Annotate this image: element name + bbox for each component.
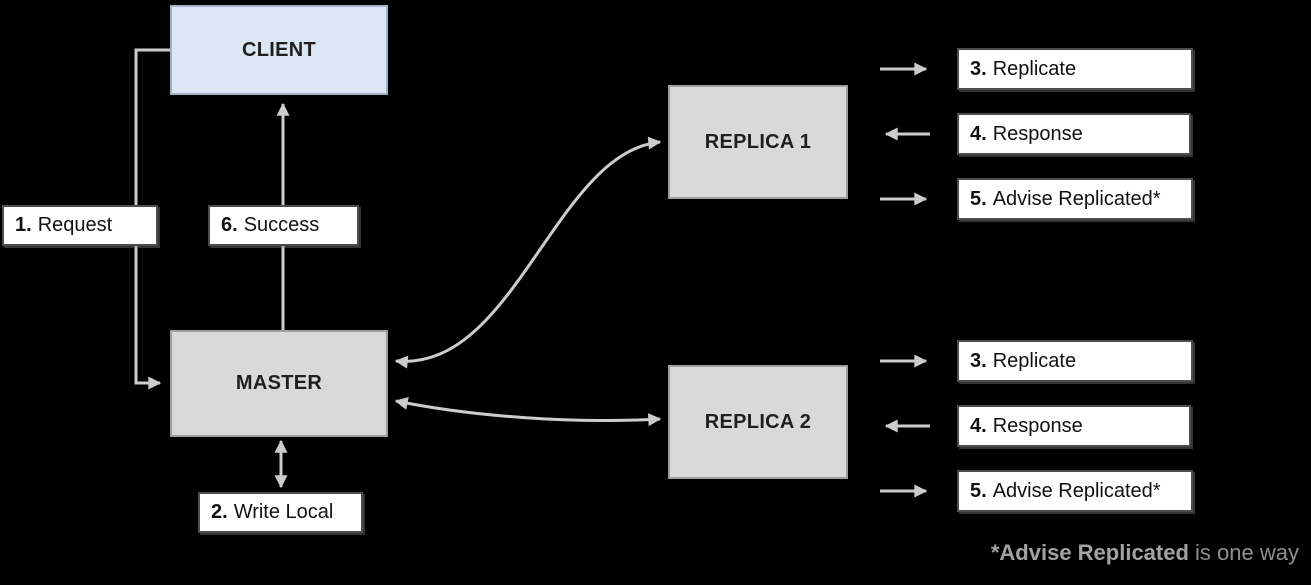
- step-success-number: 6.: [221, 214, 238, 236]
- step-replica1-replicate-label: Replicate: [992, 57, 1077, 80]
- step-replica2-replicate-label: Replicate: [992, 349, 1077, 372]
- arrow-master-replica1: [394, 136, 662, 369]
- step-replica1-replicate-number: 3.: [970, 57, 987, 80]
- step-replica1-response-number: 4.: [970, 122, 987, 145]
- step-replica1-advise-label: Advise Replicated*: [992, 187, 1161, 210]
- step-replica1-response: 4. Response: [957, 113, 1191, 155]
- step-replica2-advise-number: 5.: [970, 479, 987, 502]
- client-node: CLIENT: [170, 5, 388, 95]
- step-write-local-number: 2.: [211, 501, 228, 523]
- step-replica1-advise-number: 5.: [970, 187, 987, 210]
- replica1-node: REPLICA 1: [668, 85, 848, 199]
- step-write-local-label: Write Local: [233, 501, 334, 523]
- footnote-bold-text: *Advise Replicated: [990, 540, 1189, 565]
- step-success-label: Success: [243, 214, 320, 236]
- step-replica2-advise-label: Advise Replicated*: [992, 479, 1161, 502]
- step-replica2-replicate-number: 3.: [970, 349, 987, 372]
- client-node-label: CLIENT: [241, 38, 317, 61]
- master-node-label: MASTER: [235, 372, 323, 394]
- step-replica2-response: 4. Response: [957, 405, 1191, 447]
- step-replica2-response-number: 4.: [970, 414, 987, 437]
- step-request-number: 1.: [15, 214, 32, 236]
- footnote: *Advise Replicated is one way: [991, 540, 1299, 566]
- step-replica1-response-label: Response: [992, 122, 1083, 145]
- replica2-node: REPLICA 2: [668, 365, 848, 479]
- step-replica1-advise: 5. Advise Replicated*: [957, 178, 1193, 220]
- step-write-local: 2. Write Local: [198, 492, 363, 533]
- replica2-node-label: REPLICA 2: [704, 410, 812, 433]
- step-request: 1. Request: [2, 205, 158, 246]
- step-replica2-replicate: 3. Replicate: [957, 340, 1193, 382]
- step-replica2-response-label: Response: [992, 414, 1083, 437]
- master-node: MASTER: [170, 330, 388, 437]
- replica1-node-label: REPLICA 1: [704, 130, 812, 153]
- step-success: 6. Success: [208, 205, 359, 246]
- footnote-rest-text: is one way: [1195, 540, 1299, 565]
- step-request-label: Request: [37, 214, 113, 236]
- step-replica2-advise: 5. Advise Replicated*: [957, 470, 1193, 512]
- arrow-master-replica2: [394, 396, 662, 427]
- step-replica1-replicate: 3. Replicate: [957, 48, 1193, 90]
